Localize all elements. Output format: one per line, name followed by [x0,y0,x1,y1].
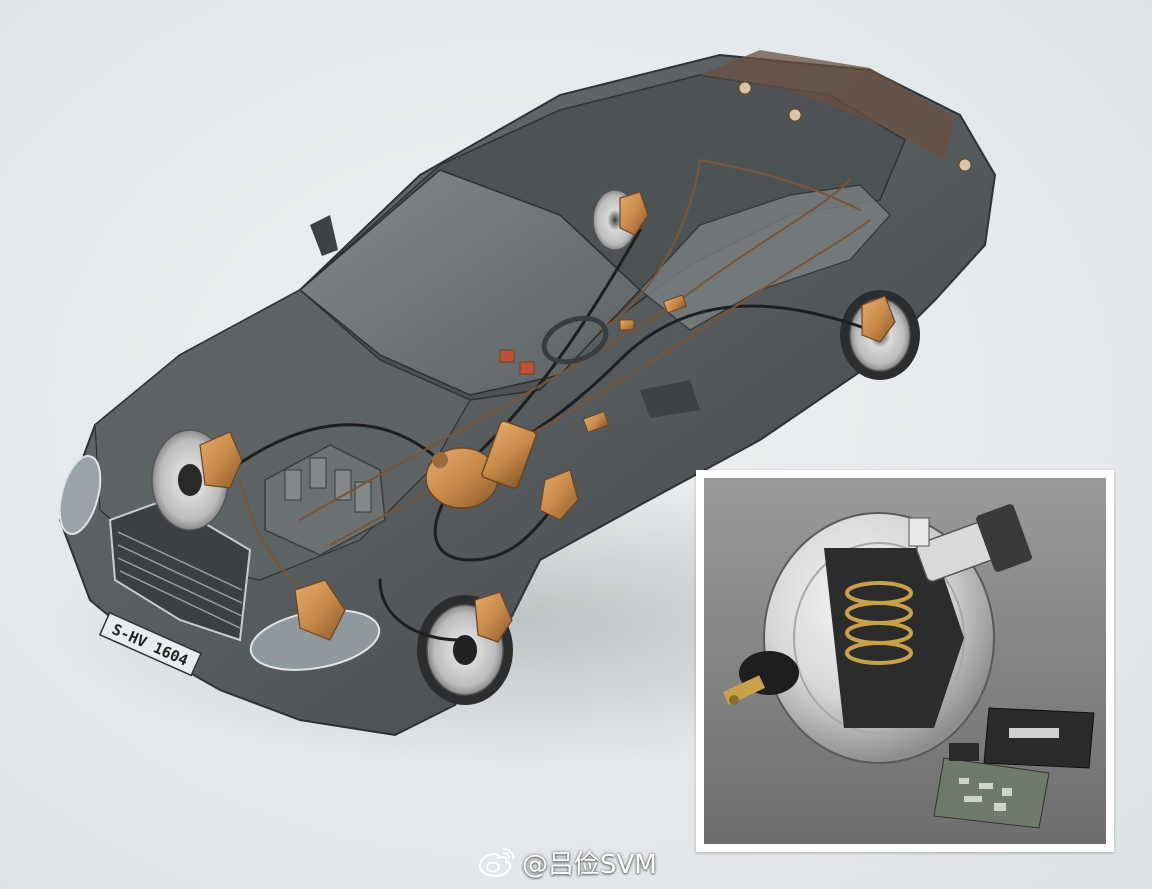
watermark-text: @吕俭SVM [522,849,657,880]
push-rod [722,651,799,705]
brake-booster-photo [704,478,1106,844]
engine-block [264,444,386,556]
watermark: @吕俭SVM [478,842,657,882]
steering-wheel [541,315,609,365]
booster-cutaway [824,548,964,728]
car-body: S-HV 1604 [58,50,997,737]
control-units [499,81,972,433]
brake-calipers [199,191,896,643]
brake-booster [425,420,537,509]
master-cylinder [908,504,1032,582]
control-module-black [983,707,1095,769]
circuit-board [933,743,1050,829]
inset-photo-frame [696,470,1114,852]
weibo-icon [478,848,514,878]
